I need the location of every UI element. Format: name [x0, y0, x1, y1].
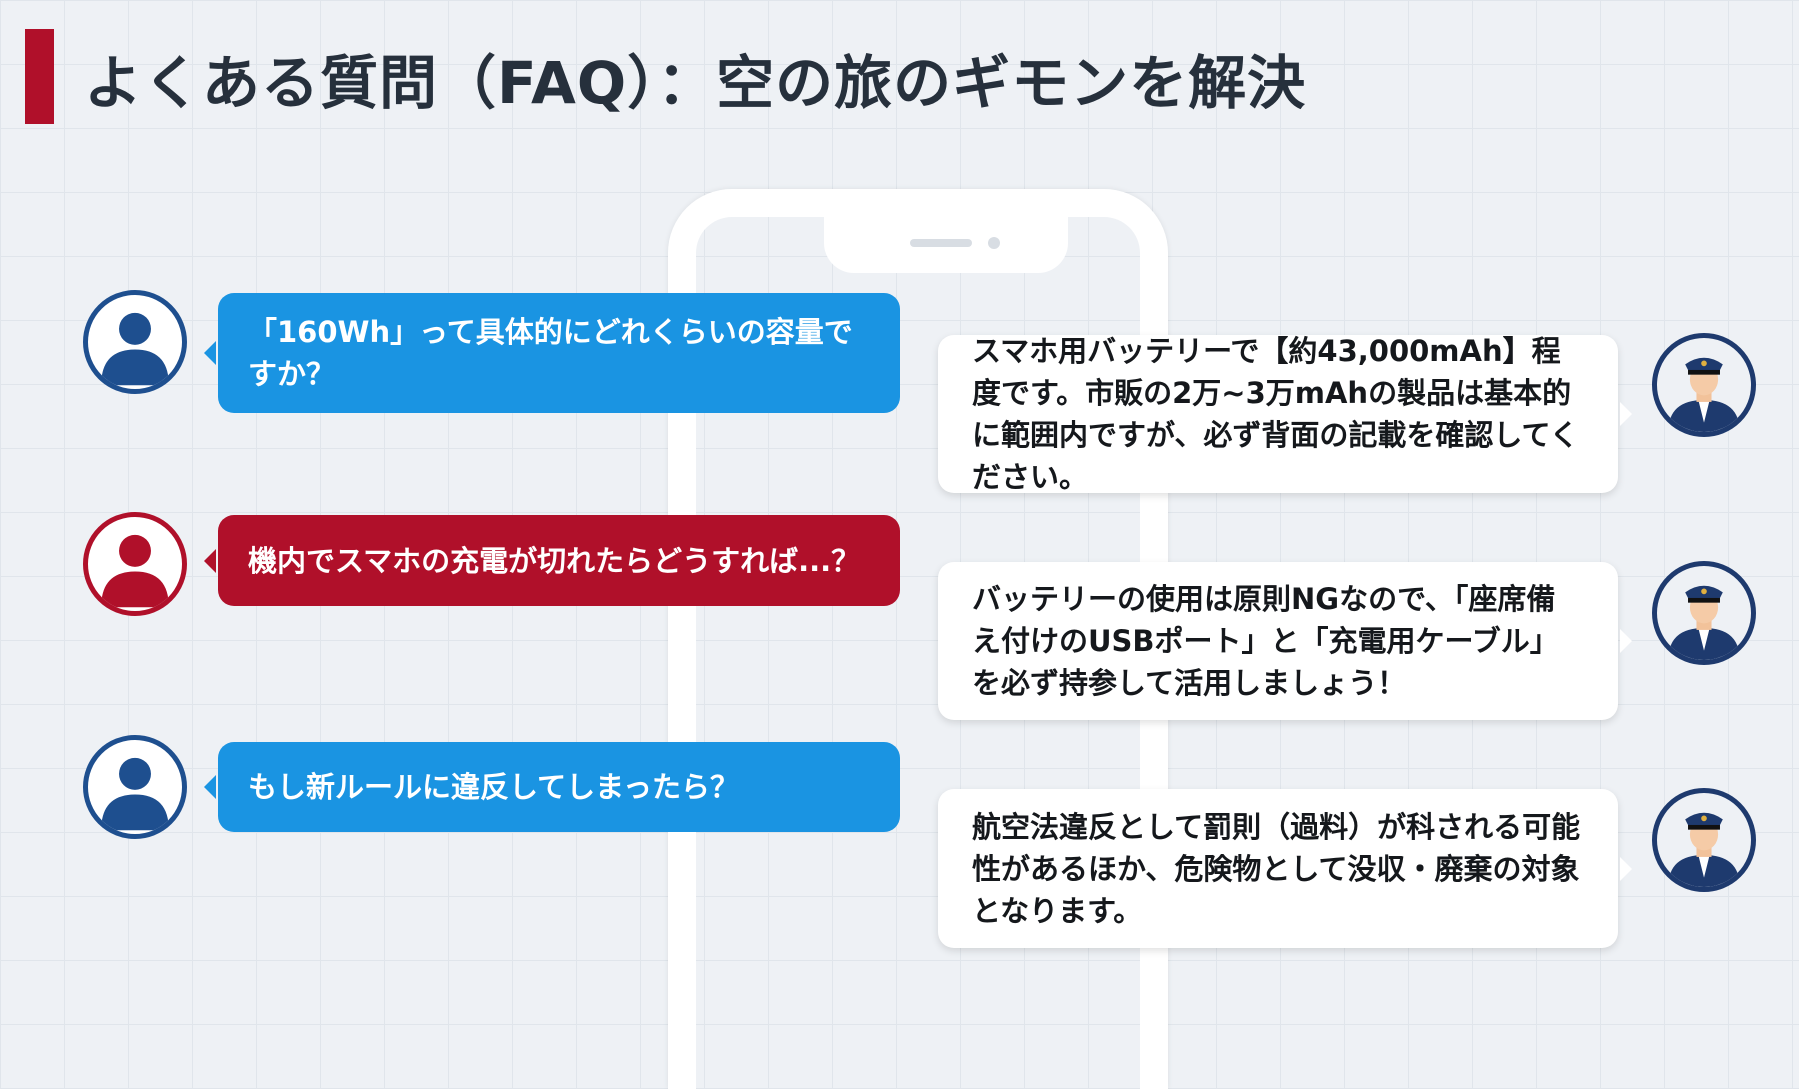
question-bubble: もし新ルールに違反してしまったら？ — [204, 742, 900, 832]
answer-text: スマホ用バッテリーで【約43,000mAh】程度です。市販の2万~3万mAhの製… — [972, 334, 1579, 494]
answer-bubble: バッテリーの使用は原則NGなので、「座席備え付けのUSBポート」と「充電用ケーブ… — [938, 562, 1632, 720]
user-avatar-icon — [83, 290, 187, 394]
question-text: 「160Wh」って具体的にどれくらいの容量ですか？ — [248, 315, 853, 391]
pilot-avatar-icon — [1652, 561, 1756, 665]
pilot-avatar-icon — [1652, 333, 1756, 437]
phone-notch — [824, 215, 1068, 273]
answer-bubble: 航空法違反として罰則（過料）が科される可能性があるほか、危険物として没収・廃棄の… — [938, 789, 1632, 948]
user-avatar-icon — [83, 735, 187, 839]
camera-icon — [988, 237, 1000, 249]
title-accent-bar — [25, 29, 54, 124]
user-avatar-icon — [83, 512, 187, 616]
pilot-avatar-icon — [1652, 788, 1756, 892]
page-title: よくある質問（FAQ）：空の旅のギモンを解決 — [84, 49, 1307, 117]
speaker-icon — [910, 239, 972, 247]
question-bubble: 機内でスマホの充電が切れたらどうすれば...？ — [204, 515, 900, 606]
answer-bubble: スマホ用バッテリーで【約43,000mAh】程度です。市販の2万~3万mAhの製… — [938, 334, 1632, 494]
question-text: もし新ルールに違反してしまったら？ — [248, 770, 739, 804]
answer-text: 航空法違反として罰則（過料）が科される可能性があるほか、危険物として没収・廃棄の… — [972, 809, 1581, 928]
answer-text: バッテリーの使用は原則NGなので、「座席備え付けのUSBポート」と「充電用ケーブ… — [972, 582, 1559, 700]
question-text: 機内でスマホの充電が切れたらどうすれば...？ — [248, 543, 861, 578]
question-bubble: 「160Wh」って具体的にどれくらいの容量ですか？ — [204, 293, 900, 413]
